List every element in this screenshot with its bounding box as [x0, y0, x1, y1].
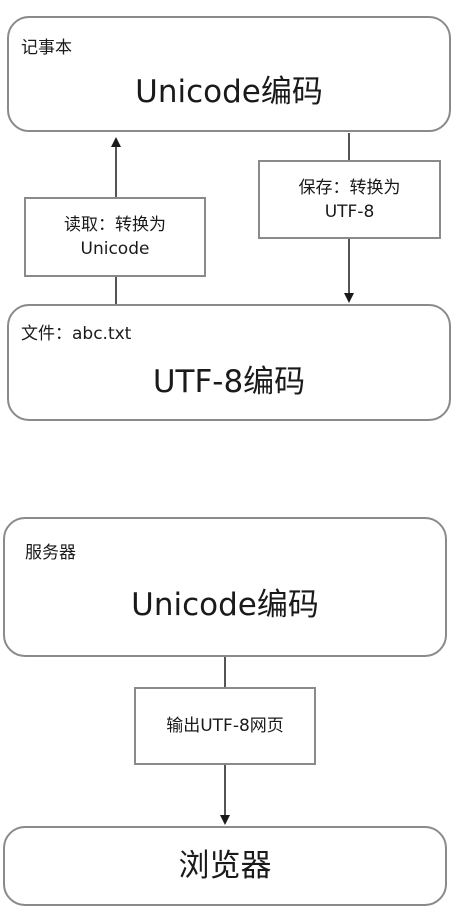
- server-node: 服务器 Unicode编码: [3, 517, 447, 657]
- output-step-label: 输出UTF-8网页: [166, 716, 284, 736]
- save-step-line1: 保存：转换为: [298, 177, 401, 198]
- browser-node: 浏览器: [3, 826, 447, 906]
- save-step-box: 保存：转换为 UTF-8: [258, 160, 441, 239]
- notepad-node: 记事本 Unicode编码: [7, 16, 451, 132]
- read-step-line2: Unicode: [80, 239, 150, 259]
- notepad-label: 记事本: [21, 38, 72, 58]
- file-node: 文件：abc.txt UTF-8编码: [7, 304, 451, 421]
- save-step-line2: UTF-8: [324, 201, 375, 222]
- server-encoding: Unicode编码: [131, 587, 319, 623]
- notepad-encoding: Unicode编码: [135, 74, 323, 110]
- output-step-box: 输出UTF-8网页: [134, 687, 316, 765]
- read-step-text: 读取：转换为 Unicode: [64, 213, 166, 261]
- server-label: 服务器: [25, 543, 76, 563]
- save-step-text: 保存：转换为 UTF-8: [299, 176, 401, 224]
- read-step-box: 读取：转换为 Unicode: [24, 197, 206, 277]
- file-encoding: UTF-8编码: [152, 364, 306, 400]
- read-step-line1: 读取：转换为: [64, 215, 166, 235]
- browser-label: 浏览器: [178, 848, 272, 884]
- file-label: 文件：abc.txt: [21, 324, 132, 344]
